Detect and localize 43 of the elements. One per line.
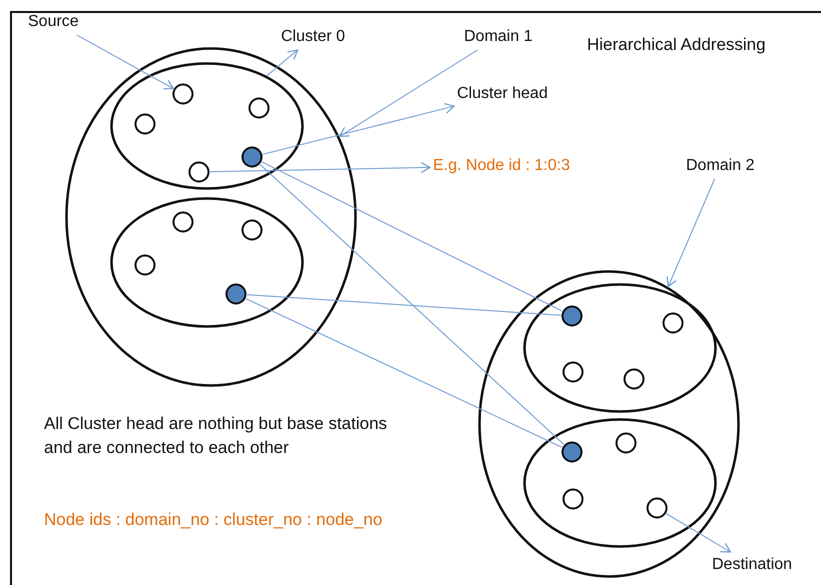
cluster-head-node [225,283,247,305]
callout-label: Cluster head [457,84,548,104]
sensor-node [562,488,584,510]
cluster-head-node [241,146,263,168]
note-text: Node ids : domain_no : cluster_no : node_no [44,509,384,531]
connector-line [246,298,562,448]
connector-line [261,161,563,312]
sensor-node [134,113,156,135]
connector-line [246,294,562,316]
cluster-ellipse [110,197,304,328]
callout-label: Domain 1 [464,27,532,47]
cluster-head-node [561,305,583,327]
sensor-node [615,432,637,454]
sensor-node [562,361,584,383]
cluster-ellipse [523,418,717,548]
sensor-node [172,211,194,233]
sensor-node [134,254,156,276]
diagram-title: Hierarchical Addressing [587,35,766,55]
arrow [666,178,716,288]
domain-ellipse [65,47,357,387]
note-text: All Cluster head are nothing but base stations and are connected to each other [44,413,388,459]
arrow [666,513,731,553]
arrow [339,50,478,137]
connector-line [260,164,564,445]
sensor-node [241,219,263,241]
sensor-node [646,497,668,519]
sensor-node [172,83,194,105]
arrow [210,162,431,174]
sensor-node [662,312,684,334]
arrow [76,34,174,90]
callout-label: Domain 2 [686,156,754,176]
arrow [266,49,298,76]
sensor-node [623,368,645,390]
sensor-node [188,161,210,183]
callout-label: Destination [712,555,792,575]
callout-label: Cluster 0 [281,27,346,47]
callout-label: Source [28,12,79,32]
cluster-head-node [561,441,583,463]
cluster-ellipse [110,62,304,190]
arrow [262,102,455,155]
callout-label: E.g. Node id : 1:0:3 [433,156,570,176]
cluster-ellipse [523,283,717,413]
sensor-node [248,97,270,119]
